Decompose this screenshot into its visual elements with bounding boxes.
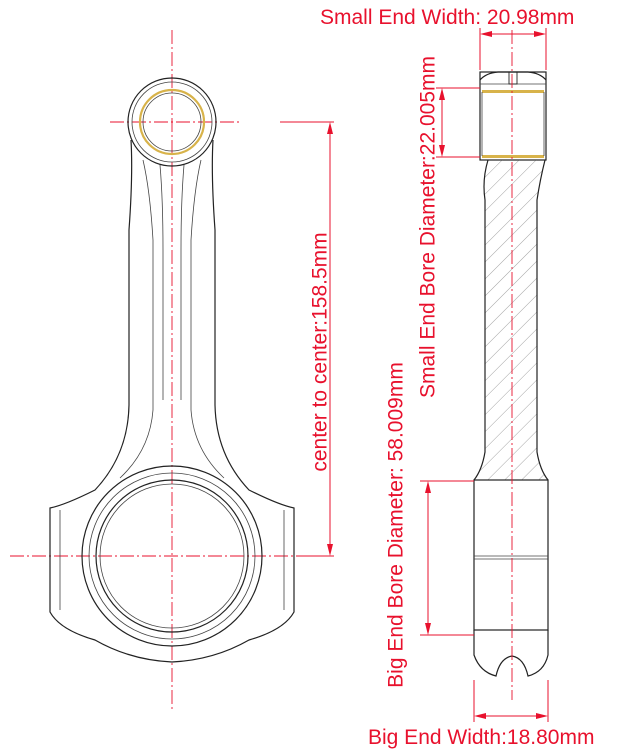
rod-body-right-outline — [171, 139, 295, 663]
c2c-arrow-top — [327, 122, 333, 134]
small-end-bore — [142, 92, 202, 152]
side-small-end-block — [479, 71, 547, 161]
side-cap-bottom — [473, 630, 549, 677]
web-right-line — [180, 164, 185, 400]
bew-arrow-left — [474, 713, 486, 719]
sew-arrow-right — [534, 31, 546, 37]
small-end-bushing — [138, 88, 206, 156]
side-shank-right-edge — [536, 159, 549, 481]
side-big-end-block — [473, 479, 549, 631]
c2c-arrow-bottom — [327, 544, 333, 556]
sew-arrow-left — [480, 31, 492, 37]
center-to-center-label: center to center:158.5mm — [308, 232, 332, 472]
big-end-bore — [95, 479, 249, 633]
small-end-outer-ring — [127, 77, 217, 167]
big-end-mid-ring — [88, 472, 256, 640]
seb-arrow-top — [439, 88, 445, 100]
big-end-bearing-ring — [99, 483, 245, 629]
front-view — [10, 30, 335, 710]
side-bushing-bottom — [482, 155, 544, 158]
beb-arrow-bottom — [425, 623, 431, 635]
beb-arrow-top — [425, 481, 431, 493]
web-left-line — [159, 164, 164, 400]
big-end-bore-label: Big End Bore Diameter: 58.009mm — [384, 362, 408, 688]
side-shank-hatching — [474, 160, 548, 480]
side-view — [420, 28, 549, 722]
big-end-outer-ring — [81, 465, 263, 647]
bew-arrow-right — [536, 713, 548, 719]
side-small-end-top-chamfer — [479, 71, 547, 81]
small-end-inner-ring — [131, 81, 213, 163]
rib-left-inner — [119, 159, 154, 479]
rib-right-inner — [190, 159, 225, 479]
seb-arrow-bottom — [439, 145, 445, 157]
side-shank-left-edge — [473, 159, 489, 481]
rod-body-left-outline — [49, 139, 173, 663]
big-end-width-label: Big End Width:18.80mm — [368, 726, 595, 749]
side-bushing-top — [482, 90, 544, 93]
small-end-bore-label: Small End Bore Diameter:22.005mm — [416, 56, 440, 398]
small-end-width-label: Small End Width: 20.98mm — [320, 6, 575, 29]
side-oil-hole — [508, 71, 518, 85]
